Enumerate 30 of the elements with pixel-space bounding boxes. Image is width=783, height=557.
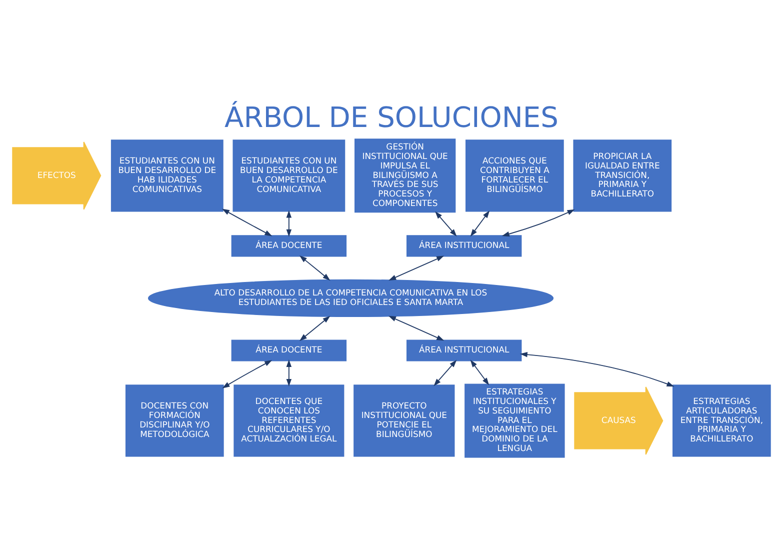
arrow: [286, 210, 292, 236]
node-box: ÁREA INSTITUCIONAL: [406, 339, 522, 361]
node-box: ÁREA DOCENTE: [231, 339, 347, 361]
arrow: [222, 208, 272, 236]
arrow: [520, 351, 674, 386]
arrow: [435, 210, 457, 236]
node-box: ESTRATEGIAS INSTITUCIONALES Y SU SEGUIMIENTO PARA EL MEJORAMIENTO DEL DOMINIO DE LA LENGUA: [464, 383, 565, 458]
arrow: [388, 315, 444, 340]
node-box: ACCIONES QUE CONTRIBUYEN A FORTALECER EL BILINGÜÍSMO: [466, 139, 564, 212]
node-box: ÁREA DOCENTE: [231, 234, 347, 256]
arrow: [470, 359, 490, 385]
node-box: GESTIÓN INSTITUCIONAL QUE IMPULSA EL BILINGÜISMO A TRAVÉS DE SUS PROCESOS Y COMPONENTES: [354, 138, 456, 212]
arrow: [222, 360, 272, 388]
node-box: PROYECTO INSTITUCIONAL QUE POTENCIE EL BILINGÜÍSMO: [354, 384, 455, 456]
arrow: [388, 255, 444, 280]
node-box: ÁREA INSTITUCIONAL: [406, 234, 522, 256]
arrow: [299, 315, 330, 340]
node-box: DOCENTES CON FORMACIÓN DISCIPLINAR Y/O METODOLÓGICA: [125, 384, 224, 456]
node-box: ESTUDIANTES CON UN BUEN DESARROLLO DE LA COMPETENCIA COMUNICATIVA: [232, 139, 346, 212]
node-box: ESTUDIANTES CON UN BUEN DESARROLLO DE HAB ILIDADES COMUNICATIVAS: [110, 139, 224, 212]
arrow: [286, 359, 292, 386]
diagram-title: ÁRBOL DE SOLUCIONES: [224, 100, 558, 134]
arrow: [502, 208, 575, 236]
node-box: ESTRATEGIAS ARTICULADORAS ENTRE TRANSCIÓN, PRIMARIA Y BACHILLERATO: [672, 384, 771, 456]
arrow: [299, 254, 330, 280]
arrow: [434, 359, 457, 386]
arrow: [470, 210, 490, 236]
node-box: PROPICIAR LA IGUALDAD ENTRE TRANSICIÓN, PRIMARIA Y BACHILLERATO: [573, 139, 672, 212]
node-ellipse: ALTO DESARROLLO DE LA COMPETENCIA COMUNICATIVA EN LOS ESTUDIANTES DE LAS IED OFICIALES E SANTA MARTA: [148, 278, 554, 317]
node-box: DOCENTES QUE CONOCEN LOS REFERENTES CURRICULARES Y/O ACTUALZACIÓN LEGAL: [234, 384, 344, 456]
